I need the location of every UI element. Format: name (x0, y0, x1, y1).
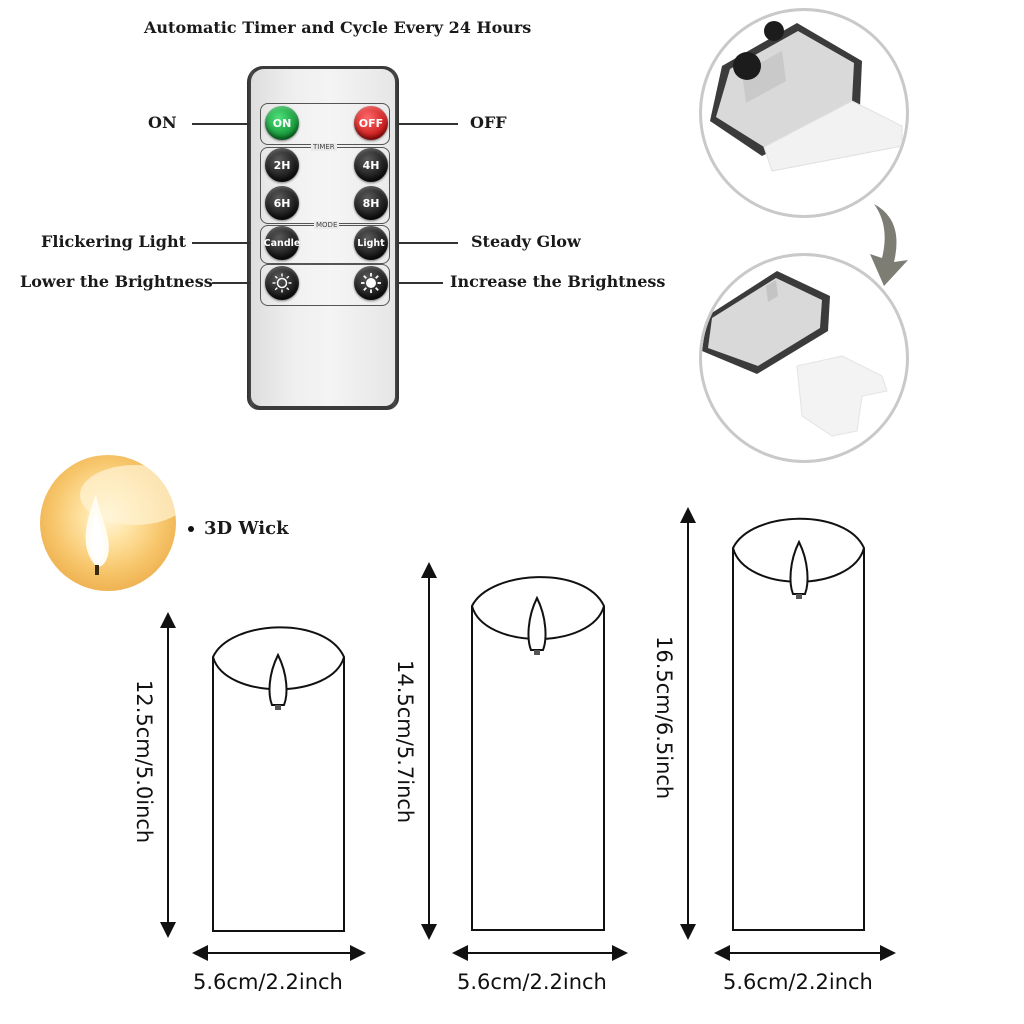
timer-8h-button[interactable]: 8H (354, 186, 388, 220)
candle-dimension-drawing (160, 507, 896, 961)
flicker-leader-line (192, 242, 250, 244)
remote-control: ON OFF TIMER 2H 4H 6H 8H MODE Candle Lig… (247, 66, 399, 410)
increase-brightness-label: Increase the Brightness (450, 272, 666, 291)
flame-icon (80, 465, 176, 575)
candle-medium-height-label: 14.5cm/5.7inch (393, 660, 417, 824)
on-leader-line (192, 123, 250, 125)
candle-small-height-label: 12.5cm/5.0inch (132, 680, 156, 844)
candle-large (732, 517, 865, 931)
increase-leader-line (398, 282, 443, 284)
brightness-down-button[interactable] (265, 266, 299, 300)
timer-2h-button[interactable]: 2H (265, 148, 299, 182)
timer-4h-button[interactable]: 4H (354, 148, 388, 182)
off-leader-line (398, 123, 458, 125)
page-title: Automatic Timer and Cycle Every 24 Hours (144, 18, 532, 37)
sun-outline-icon (272, 273, 292, 293)
curved-arrow-icon (870, 204, 908, 286)
wick-label: 3D Wick (204, 518, 289, 539)
wick-bullet (188, 526, 194, 532)
battery-tab-closeup-after (699, 253, 909, 463)
steady-leader-line (398, 242, 458, 244)
timer-6h-button[interactable]: 6H (265, 186, 299, 220)
lower-leader-line (212, 282, 250, 284)
off-label: OFF (470, 113, 507, 132)
candle-medium (471, 576, 605, 931)
candle-large-height-label: 16.5cm/6.5inch (652, 636, 676, 800)
candle-large-width-label: 5.6cm/2.2inch (723, 970, 873, 994)
candle-small-width-label: 5.6cm/2.2inch (193, 970, 343, 994)
remote-face: ON OFF TIMER 2H 4H 6H 8H MODE Candle Lig… (251, 69, 395, 406)
light-mode-button[interactable]: Light (354, 226, 388, 260)
lower-brightness-label: Lower the Brightness (20, 272, 213, 291)
battery-tab-closeup-before (699, 8, 909, 218)
remote-corner-illustration (710, 21, 903, 172)
off-button[interactable]: OFF (354, 106, 388, 140)
timer-section-label: TIMER (311, 143, 337, 151)
brightness-up-button[interactable] (354, 266, 388, 300)
mode-section-label: MODE (314, 221, 340, 229)
on-button[interactable]: ON (265, 106, 299, 140)
candle-small (212, 626, 345, 932)
wick-closeup (40, 455, 176, 591)
flicker-label: Flickering Light (41, 232, 186, 251)
steady-label: Steady Glow (471, 232, 581, 251)
remote-tab-removed-illustration (702, 271, 888, 437)
candle-mode-button[interactable]: Candle (264, 226, 300, 260)
candle-medium-width-label: 5.6cm/2.2inch (457, 970, 607, 994)
sun-filled-icon (361, 273, 381, 293)
on-label: ON (148, 113, 177, 132)
